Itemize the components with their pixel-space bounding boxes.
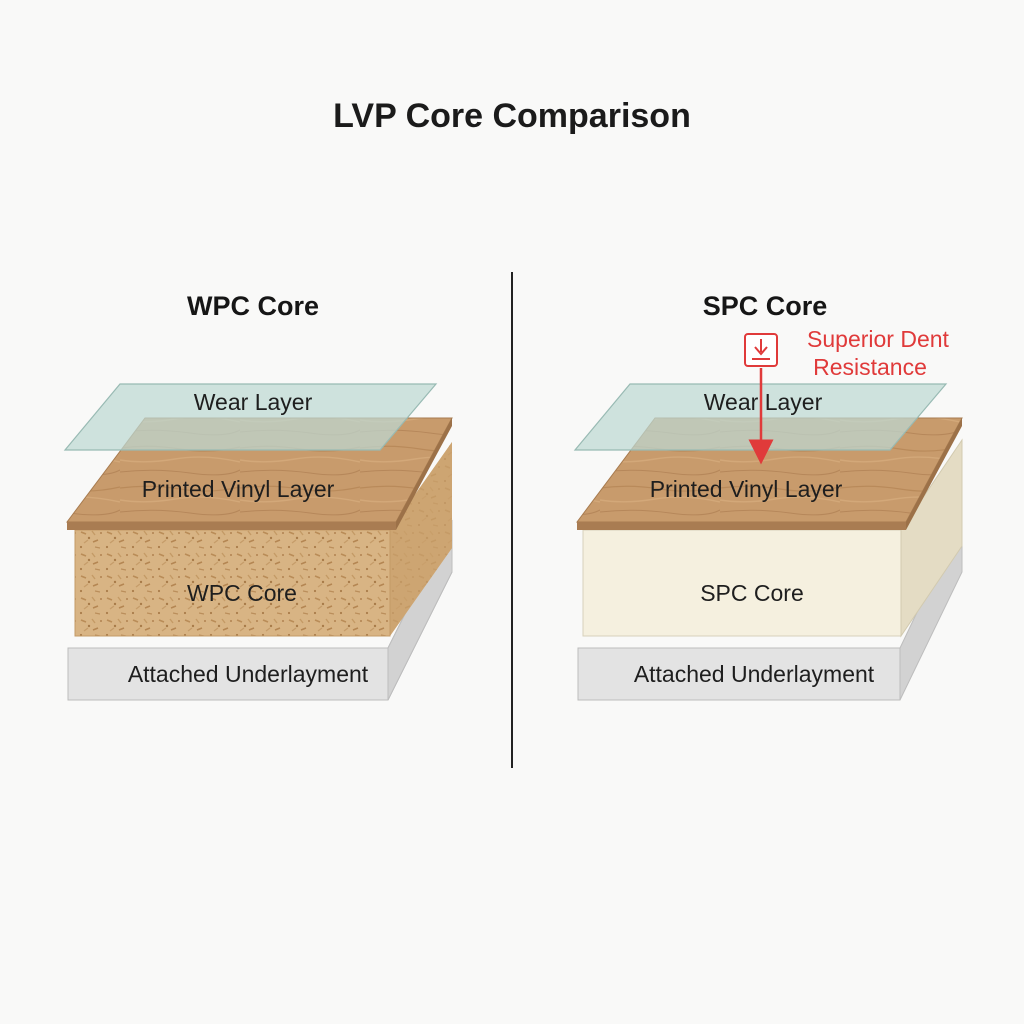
page-title: LVP Core Comparison bbox=[333, 97, 691, 135]
wpc-underlayment-label: Attached Underlayment bbox=[128, 661, 369, 687]
wpc-column: WPC Core Attached Underlayment WPC Core bbox=[63, 291, 453, 701]
dent-impact-icon bbox=[744, 333, 778, 367]
callout-line-2: Resistance bbox=[813, 354, 927, 380]
spc-underlayment-label: Attached Underlayment bbox=[634, 661, 875, 687]
dent-resistance-callout: Superior Dent Resistance bbox=[744, 326, 950, 465]
spc-column: SPC Core Attached Underlayment SPC Core … bbox=[573, 291, 963, 701]
spc-column-heading: SPC Core bbox=[703, 291, 828, 321]
callout-line-1: Superior Dent bbox=[807, 326, 950, 352]
wpc-wear-layer: Wear Layer bbox=[63, 383, 438, 451]
spc-vinyl-label: Printed Vinyl Layer bbox=[650, 476, 843, 502]
wpc-wear-label: Wear Layer bbox=[194, 389, 313, 415]
wpc-underlayment-layer: Attached Underlayment bbox=[67, 519, 453, 701]
wpc-core-layer: WPC Core bbox=[74, 442, 452, 637]
wpc-column-heading: WPC Core bbox=[187, 291, 319, 321]
wpc-core-label: WPC Core bbox=[187, 580, 297, 606]
spc-core-label: SPC Core bbox=[700, 580, 804, 606]
spc-core-layer: SPC Core bbox=[582, 438, 963, 638]
wpc-vinyl-label: Printed Vinyl Layer bbox=[142, 476, 335, 502]
spc-wear-label: Wear Layer bbox=[704, 389, 823, 415]
